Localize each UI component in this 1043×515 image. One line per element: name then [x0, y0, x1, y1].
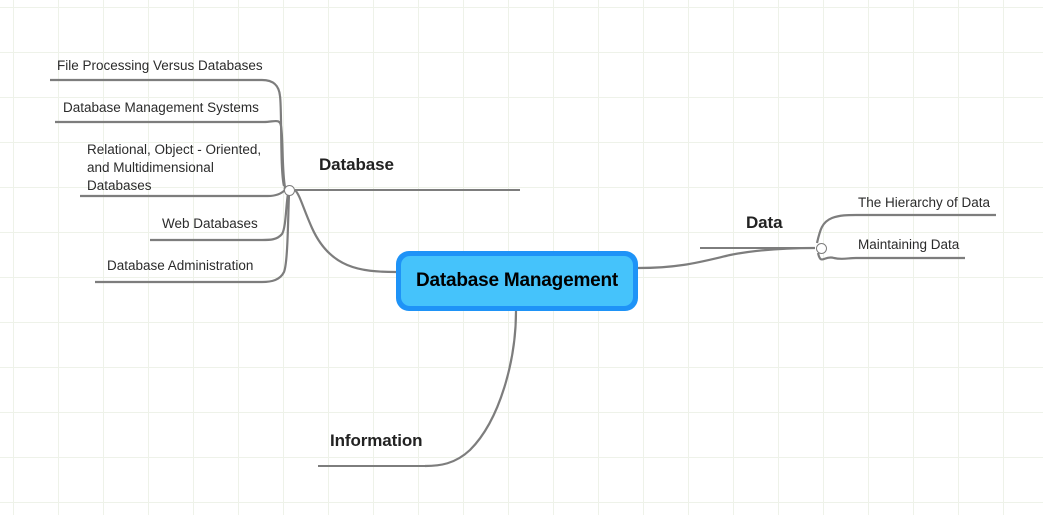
branch-label-information[interactable]: Information [330, 431, 423, 450]
collapse-handle-data[interactable] [816, 243, 827, 254]
center-node-inner: Database Management [401, 256, 633, 306]
branch-label-data[interactable]: Data [746, 213, 783, 232]
center-node-label: Database Management [415, 270, 619, 291]
leaf-label-database-management-systems[interactable]: Database Management Systems [63, 100, 259, 115]
branch-label-database[interactable]: Database [319, 155, 394, 174]
leaf-label-web-databases[interactable]: Web Databases [162, 216, 258, 231]
leaf-label-the-hierarchy-of-data[interactable]: The Hierarchy of Data [858, 195, 991, 210]
leaf-label-relational-object-oriented-databases[interactable]: Relational, Object - Oriented, and Multi… [87, 142, 262, 193]
edge-center-to-data [637, 246, 816, 270]
collapse-handle-database[interactable] [284, 185, 295, 196]
edge-center-to-information [424, 310, 518, 468]
leaf-label-database-administration[interactable]: Database Administration [107, 258, 254, 273]
leaf-label-file-processing-versus-databases[interactable]: File Processing Versus Databases [57, 58, 263, 73]
leaf-label-maintaining-data[interactable]: Maintaining Data [858, 237, 960, 252]
edge-data-child-2 [816, 252, 965, 261]
center-node[interactable]: Database Management [396, 251, 638, 311]
edge-center-to-database [294, 189, 397, 274]
